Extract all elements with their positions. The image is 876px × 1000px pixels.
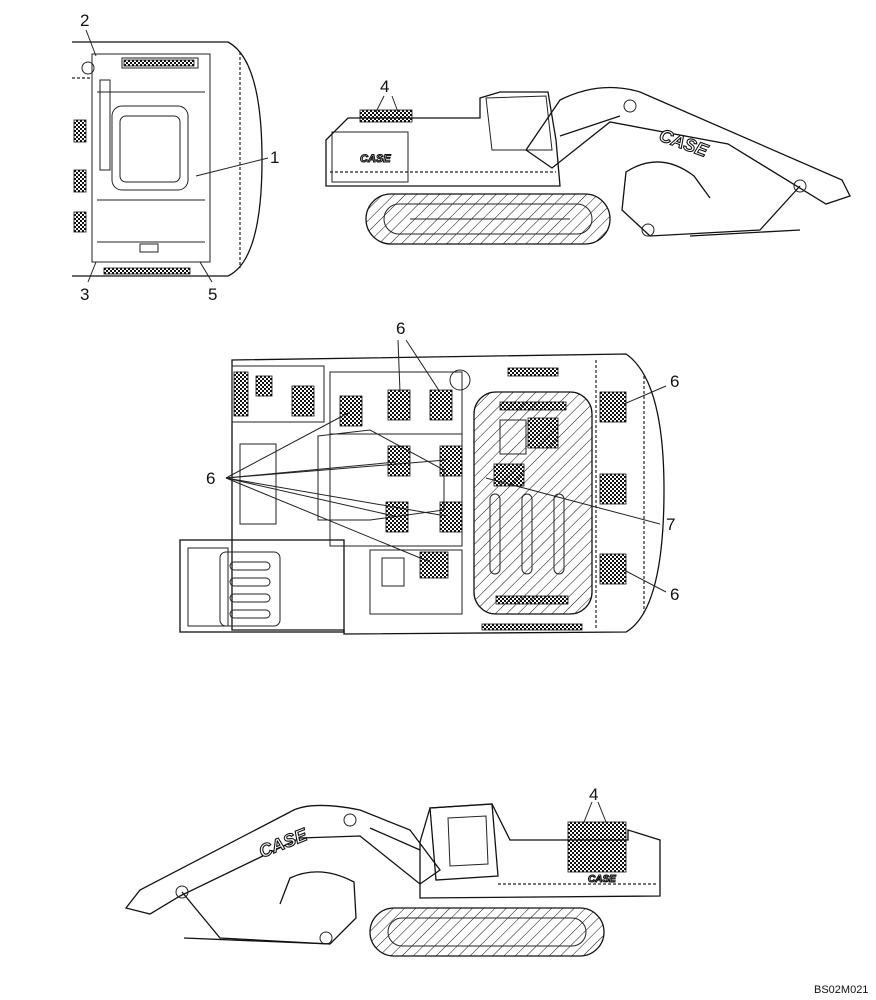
excavator-side-view-right: CASE CASE bbox=[325, 86, 851, 245]
callout-6-right-bottom: 6 bbox=[670, 585, 679, 604]
callout-4-right-leader-a bbox=[375, 95, 385, 113]
callout-6-top: 6 bbox=[396, 319, 405, 338]
callout-4-bottom: 4 bbox=[589, 785, 598, 804]
decal-6-c bbox=[429, 389, 453, 421]
callout-1: 1 bbox=[270, 148, 279, 167]
decal-6-j bbox=[599, 473, 627, 505]
counterweight-brand-bottom: CASE bbox=[588, 874, 616, 885]
callout-4-right: 4 bbox=[380, 77, 389, 96]
counterweight-brand-top: CASE bbox=[360, 153, 391, 165]
cab-top-view bbox=[72, 41, 263, 277]
callout-4-bottom-leader-b bbox=[597, 801, 607, 823]
decal-6-d bbox=[387, 445, 411, 477]
decal-6-e bbox=[439, 445, 463, 477]
drawing-reference: BS02M021 bbox=[814, 984, 868, 996]
decal-4-grille-right bbox=[359, 109, 413, 123]
callout-3: 3 bbox=[80, 285, 89, 304]
excavator-side-view-left: CASE CASE bbox=[124, 803, 661, 957]
callout-5: 5 bbox=[208, 285, 217, 304]
decal-6-h bbox=[419, 551, 449, 579]
callout-6-right-top: 6 bbox=[670, 372, 679, 391]
callout-leaders-cab bbox=[85, 29, 269, 283]
callout-2: 2 bbox=[80, 11, 89, 30]
callout-4-bottom-leader-a bbox=[583, 801, 593, 823]
boom-brand-top: CASE bbox=[657, 125, 712, 161]
upper-structure-top-view bbox=[179, 353, 665, 635]
decal-6-k bbox=[599, 553, 627, 585]
callout-leaders-middle bbox=[225, 339, 667, 593]
cab-roof-hatched bbox=[473, 391, 593, 615]
callout-6-left: 6 bbox=[206, 469, 215, 488]
decal-4-grille-bottom bbox=[567, 821, 627, 873]
decal-6-f bbox=[385, 501, 409, 533]
boom-brand-bottom: CASE bbox=[256, 824, 311, 862]
callout-7: 7 bbox=[666, 515, 675, 534]
callout-4-right-leader-b bbox=[391, 95, 399, 113]
decal-6-g bbox=[439, 501, 463, 533]
decal-6-b bbox=[387, 389, 411, 421]
decal-6-a bbox=[339, 395, 363, 427]
decal-6-i bbox=[599, 391, 627, 423]
decal-7-strip bbox=[481, 623, 583, 631]
decal-5-strip bbox=[103, 267, 191, 275]
